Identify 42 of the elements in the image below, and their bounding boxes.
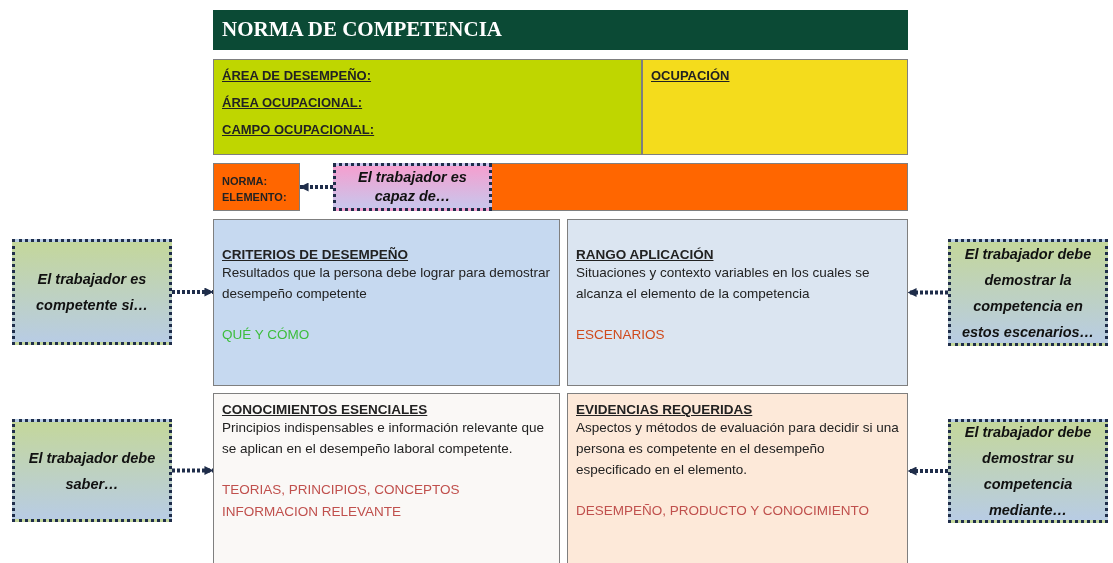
title-bar (213, 10, 908, 50)
callout-text: El trabajador debe saber… (27, 448, 157, 494)
section-heading: EVIDENCIAS REQUERIDAS (576, 402, 753, 417)
content-panel (567, 219, 908, 386)
content-panel (213, 219, 560, 386)
content-panel (213, 393, 560, 563)
field-label: ÁREA DE DESEMPEÑO: (222, 68, 372, 83)
field-label: ÁREA OCUPACIONAL: (222, 95, 363, 110)
keyword-text: QUÉ Y CÓMO (222, 326, 311, 344)
arrow (907, 288, 948, 297)
description-text: Resultados que la persona debe lograr para demostrar desempeño competente (222, 264, 551, 303)
arrow (172, 287, 214, 297)
description-text: Aspectos y métodos de evaluación para decidir si una persona es competente en el desempeño especificado en el elemento. (576, 419, 899, 479)
callout-box (333, 163, 492, 211)
callout-box (12, 419, 172, 522)
field-label: OCUPACIÓN (651, 68, 730, 83)
callout-box (948, 239, 1108, 346)
heading: NORMA DE COMPETENCIA (222, 17, 503, 42)
callout-text: El trabajador debe demostrar la competencia en estos escenarios… (960, 244, 1096, 342)
callout-text: El trabajador es capaz de… (357, 168, 468, 206)
field-panel (213, 163, 300, 211)
callout-box (12, 239, 172, 345)
description-text: Principios indispensables e información relevante que se aplican en el desempeño laboral competente. (222, 419, 545, 458)
arrow (172, 466, 214, 475)
callout-text: El trabajador es competente si… (35, 270, 149, 315)
keyword-text: TEORIAS, PRINCIPIOS, CONCEPTOS INFORMACION RELEVANTE (222, 481, 461, 521)
section-heading: CONOCIMIENTOS ESENCIALES (222, 402, 428, 417)
callout-box (948, 419, 1108, 523)
field-panel (213, 59, 642, 155)
content-panel (567, 393, 908, 563)
section-heading: RANGO APLICACIÓN (576, 247, 714, 262)
keyword-text: DESEMPEÑO, PRODUCTO Y CONOCIMIENTO (576, 502, 871, 520)
arrow (907, 466, 948, 476)
keyword-text: ESCENARIOS (576, 326, 666, 344)
field-panel (642, 59, 908, 155)
section-heading: CRITERIOS DE DESEMPEÑO (222, 247, 409, 262)
field-label: NORMA: (222, 174, 269, 189)
description-text: Situaciones y contexto variables en los cuales se alcanza el elemento de la competencia (576, 264, 871, 303)
field-label: ELEMENTO: (222, 190, 288, 205)
arrow (299, 182, 333, 192)
field-label: CAMPO OCUPACIONAL: (222, 122, 375, 137)
callout-text: El trabajador debe demostrar su competencia mediante… (963, 423, 1093, 520)
